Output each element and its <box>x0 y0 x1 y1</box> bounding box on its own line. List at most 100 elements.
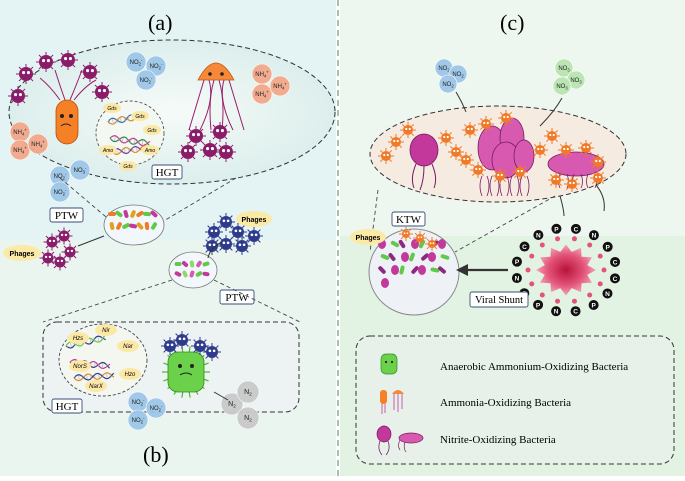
no2-bubble-a1: NO2- <box>126 52 146 72</box>
orange-phage-c-17 <box>564 176 580 192</box>
nh4-bubble-a5: NH4+ <box>10 140 30 160</box>
gene-bubble-b-4: Hzo <box>119 368 141 380</box>
svg-text:NorS: NorS <box>73 364 87 370</box>
gene-bubble-a-1: Gds <box>131 111 149 121</box>
svg-text:C: C <box>574 226 579 233</box>
phage-a-8 <box>216 142 236 162</box>
svg-text:P: P <box>536 302 541 309</box>
orange-phage-c-16 <box>548 172 564 188</box>
nutrient-1: N <box>602 288 612 298</box>
orange-phage-c-19 <box>458 152 474 168</box>
phage-a2-1 <box>56 228 73 245</box>
phage-a-9 <box>178 142 198 162</box>
ktw-phage-0 <box>399 227 413 241</box>
svg-text:Hzs: Hzs <box>73 336 83 342</box>
panel-label-b: (b) <box>143 442 169 467</box>
nh4-bubble-a3: NH4+ <box>270 76 290 96</box>
ktw-tag: KTW <box>392 212 425 226</box>
gene-bubble-a-5: Gds <box>119 161 137 171</box>
svg-text:N: N <box>536 232 541 239</box>
legend-label-anammox: Anaerobic Ammonium-Oxidizing Bacteria <box>440 361 628 373</box>
orange-phage-c-3 <box>438 130 454 146</box>
no2-bubble-c3: NO2 <box>439 75 457 93</box>
nh4-bubble-a2: NH4+ <box>252 84 272 104</box>
orange-phage-c-10 <box>512 164 528 180</box>
svg-text:C: C <box>573 309 578 316</box>
svg-text:P: P <box>606 244 611 251</box>
nutrient-8: P <box>512 257 522 267</box>
svg-text:P: P <box>554 226 559 233</box>
nh4-bubble-a4: NH4+ <box>10 122 30 142</box>
orange-phage-c-18 <box>590 170 606 186</box>
gene-bubble-b-3: NorS <box>69 360 91 372</box>
phage-b-4 <box>233 237 251 255</box>
svg-text:N: N <box>554 309 559 316</box>
svg-text:N: N <box>515 276 520 283</box>
phages-label-a: Phages <box>10 251 35 258</box>
phage-b-1 <box>217 213 235 231</box>
viral-shunt-label: Viral Shunt <box>475 295 523 306</box>
orange-phage-c-11 <box>532 142 548 158</box>
phage-a-3 <box>80 62 100 82</box>
phages-tag-c: Phages <box>350 229 386 245</box>
ktw-label: KTW <box>396 214 422 226</box>
phages-tag-a: Phages <box>3 245 41 261</box>
gene-bubble-b-5: NarX <box>85 380 107 392</box>
gene-bubble-b-0: Nir <box>95 324 117 336</box>
phage-a-10 <box>210 122 230 142</box>
legend-label-aob: Ammonia-Oxidizing Bacteria <box>440 397 571 409</box>
phage-b-3 <box>217 235 235 253</box>
gene-bubble-a-0: Gds <box>103 103 121 113</box>
phages-tag-b: Phages <box>236 211 272 227</box>
hgt-tag-b: HGT <box>52 399 82 413</box>
hgt-label-a: HGT <box>156 167 179 179</box>
orange-phage-c-0 <box>378 148 394 164</box>
nh4-bubble-a1: NH4+ <box>252 64 272 84</box>
svg-text:NarX: NarX <box>89 384 104 390</box>
svg-text:Gds: Gds <box>123 164 133 170</box>
orange-phage-c-14 <box>578 140 594 156</box>
gene-bubble-a-2: Gds <box>143 125 161 135</box>
orange-phage-c-5 <box>462 122 478 138</box>
phage-a2-3 <box>40 250 57 267</box>
svg-text:P: P <box>515 259 520 266</box>
ptw-sample-circle-b <box>169 252 217 288</box>
hgt-tag-a: HGT <box>152 165 182 179</box>
phages-label-b: Phages <box>242 217 267 224</box>
ptw-label-a: PTW <box>55 210 79 222</box>
phage-a-1 <box>36 52 56 72</box>
svg-text:N: N <box>605 291 610 298</box>
legend-label-nob: Nitrite-Oxidizing Bacteria <box>440 434 556 446</box>
nutrient-10: N <box>533 230 543 240</box>
phage-a-4 <box>92 82 112 102</box>
no2-bubble-a5: NO2- <box>50 182 70 202</box>
hgt-label-b: HGT <box>56 401 79 413</box>
phage-b-5 <box>245 227 263 245</box>
n2-bubble-b3: N2 <box>237 407 259 429</box>
nutrient-3: C <box>571 306 581 316</box>
phage-a-5 <box>8 86 28 106</box>
no3-bubble-c3: NO3 <box>553 77 571 95</box>
ktw-phage-2 <box>425 237 439 251</box>
gene-bubble-b-2: Nar <box>117 340 139 352</box>
nutrient-2: P <box>589 300 599 310</box>
svg-text:Amo: Amo <box>144 148 156 154</box>
no2-bubble-b2: NO2- <box>146 398 166 418</box>
nh4-bubble-a6: NH4+ <box>28 134 48 154</box>
orange-phage-c-13 <box>558 142 574 158</box>
svg-text:Nar: Nar <box>123 344 134 350</box>
panel-label-a: (a) <box>148 10 172 35</box>
legend-anammox-icon <box>381 354 397 374</box>
orange-phage-c-4 <box>448 144 464 160</box>
nutrient-7: N <box>512 273 522 283</box>
svg-text:NO3: NO3 <box>558 66 570 73</box>
orange-phage-c-6 <box>478 116 494 132</box>
orange-phage-c-9 <box>492 168 508 184</box>
orange-phage-c-8 <box>470 162 486 178</box>
panel-label-c: (c) <box>500 10 524 35</box>
orange-phage-c-12 <box>544 128 560 144</box>
nutrient-14: P <box>603 242 613 252</box>
ptw-label-b: PTW <box>225 292 249 304</box>
